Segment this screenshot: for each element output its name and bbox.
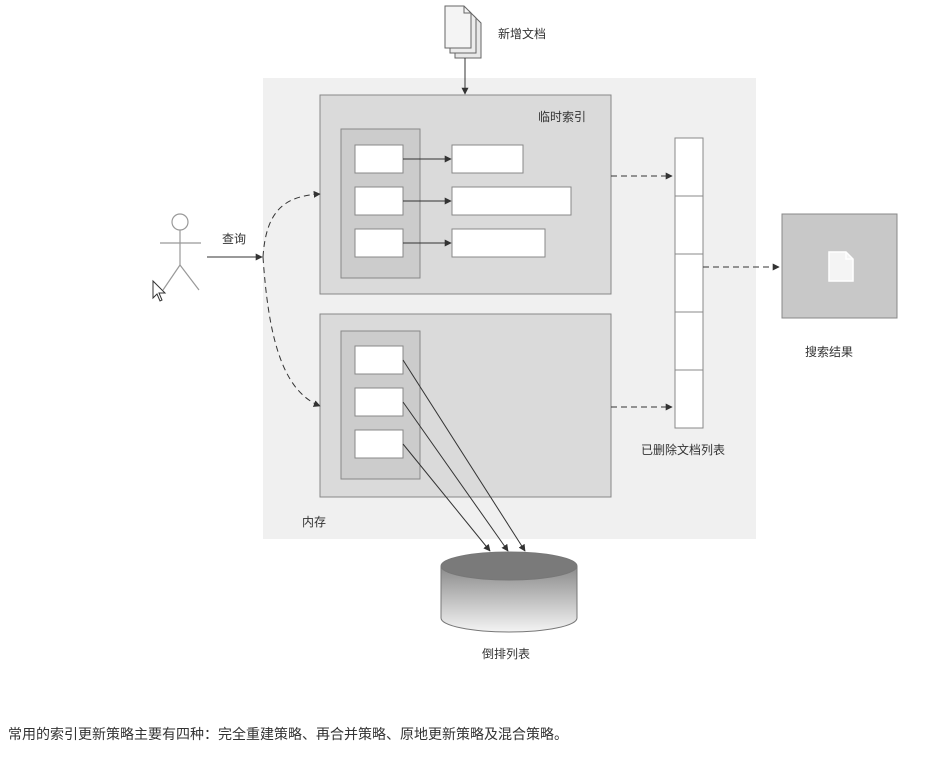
posting-cell (451, 144, 524, 174)
term-cell (354, 228, 404, 258)
term-cell (354, 345, 404, 375)
inverted-list-database-icon (440, 551, 578, 633)
memory-label: 内存 (302, 515, 327, 529)
document-icon (828, 251, 854, 282)
term-cell (354, 144, 404, 174)
posting-cell (451, 186, 572, 216)
term-cell (354, 186, 404, 216)
user-figure-icon (160, 213, 201, 291)
temp-index-box (319, 94, 612, 295)
document-stack-icon (444, 5, 482, 59)
term-cell (354, 429, 404, 459)
temp-index-label: 临时索引 (538, 110, 587, 124)
deleted-docs-list (674, 137, 704, 429)
caption-text: 常用的索引更新策略主要有四种：完全重建策略、再合并策略、原地更新策略及混合策略。 (8, 727, 568, 743)
search-result-label: 搜索结果 (805, 345, 854, 359)
deleted-list-label: 已删除文档列表 (641, 443, 726, 457)
mouse-cursor-icon (152, 279, 167, 302)
query-label: 查询 (222, 232, 247, 246)
term-cell (354, 387, 404, 417)
new-doc-label: 新增文档 (498, 27, 547, 41)
inverted-list-label: 倒排列表 (482, 647, 531, 661)
main-index-box (319, 313, 612, 498)
posting-cell (451, 228, 546, 258)
